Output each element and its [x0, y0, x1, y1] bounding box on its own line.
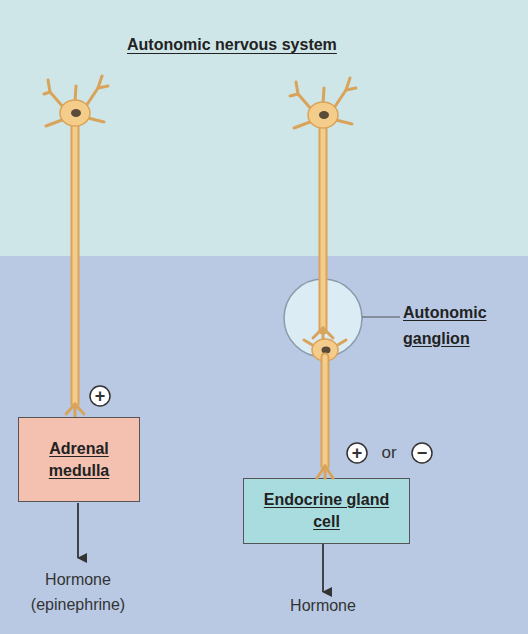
node-label: Adrenal medulla: [27, 438, 131, 482]
sign-symbol: −: [410, 442, 434, 464]
ganglion-neuron-body: [304, 340, 314, 346]
neuron: [60, 100, 90, 126]
neuron: [290, 94, 312, 110]
ganglion-circle: Autonomic ganglion: [283, 278, 363, 358]
neuron: [86, 86, 108, 106]
neuron: [44, 92, 64, 108]
secretion-arrow: [322, 544, 324, 592]
ganglion-neuron-body: [321, 350, 330, 360]
neuron: [290, 78, 356, 128]
axon-connector: [317, 357, 333, 478]
axon-connector: [323, 357, 328, 466]
neuron: [313, 328, 333, 340]
cns-band: [0, 0, 528, 256]
neuron: [296, 82, 298, 94]
neuron: [336, 120, 352, 124]
diagram-title: Autonomic nervous system: [127, 36, 337, 54]
neuron: [74, 404, 77, 416]
sign-symbol: +: [88, 385, 112, 407]
ganglion-neuron-body: [312, 339, 338, 361]
ganglion-neuron-body: [304, 339, 346, 361]
neuron: [313, 328, 323, 338]
neuron: [98, 76, 102, 88]
circle-outline: [284, 279, 362, 357]
gland-box: Adrenal medulla: [18, 417, 140, 502]
neuron: [44, 76, 108, 416]
neuron: [323, 88, 324, 104]
hormone-label: Hormone (epinephrine): [13, 567, 143, 617]
periphery-band: [0, 256, 528, 634]
sign-symbol: +: [345, 442, 369, 464]
node-label: Endocrine gland cell: [252, 489, 401, 533]
neuron: [321, 124, 326, 330]
neuron: [308, 102, 338, 340]
neuron: [290, 78, 356, 128]
circle-outline: [283, 278, 363, 358]
neuron: [294, 122, 310, 128]
hormone-label: Hormone: [263, 593, 383, 618]
neuron: [46, 120, 62, 126]
node-label: Autonomic ganglion: [403, 300, 521, 352]
neuron: [319, 111, 329, 119]
neuron: [334, 88, 356, 108]
neuron: [319, 124, 328, 330]
neuron: [88, 118, 104, 122]
ganglion-neuron-body: [304, 340, 346, 346]
neuron: [44, 76, 108, 416]
neuron: [66, 404, 75, 414]
neuron: [75, 86, 76, 102]
neuron: [323, 328, 333, 338]
axon-connector: [324, 466, 327, 478]
neuron: [322, 328, 325, 340]
ganglion-neuron-body: [323, 350, 328, 360]
neuron: [71, 109, 81, 117]
neuron: [73, 122, 78, 404]
secretion-arrow: [77, 503, 79, 558]
neuron: [346, 78, 350, 90]
neuron: [48, 80, 50, 92]
gland-box: Endocrine gland cell: [243, 478, 410, 544]
leader-line: [362, 316, 400, 317]
neuron: [75, 404, 84, 414]
axon-connector: [321, 357, 330, 466]
ganglion-neuron-body: [336, 340, 346, 346]
axon-connector: [325, 466, 333, 478]
connector-word: or: [372, 443, 406, 463]
ganglion-neuron-body: [322, 347, 331, 354]
axon-connector: [317, 466, 325, 478]
neuron: [71, 122, 80, 404]
neuron: [308, 102, 338, 128]
